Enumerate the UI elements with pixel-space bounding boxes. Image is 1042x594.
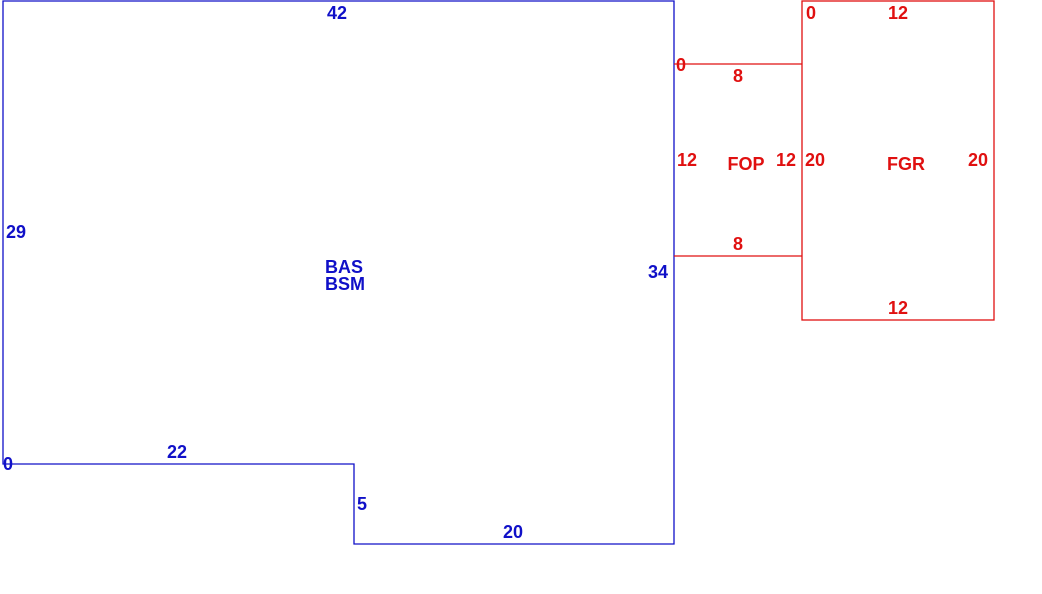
main-dim-right: 34 xyxy=(648,262,668,282)
porch-outline xyxy=(674,63,802,257)
garage-dim-top: 12 xyxy=(888,3,908,23)
porch-dim-right: 12 xyxy=(776,150,796,170)
garage-dim-left: 20 xyxy=(805,150,825,170)
main-dim-bottom-left: 22 xyxy=(167,442,187,462)
porch-code: FOP xyxy=(727,154,764,174)
porch-dim-left: 12 xyxy=(677,150,697,170)
garage-dim-right: 20 xyxy=(968,150,988,170)
porch-dim-bottom: 8 xyxy=(733,234,743,254)
main-area-code-bas: BAS xyxy=(325,257,363,277)
garage-code: FGR xyxy=(887,154,925,174)
main-dim-top: 42 xyxy=(327,3,347,23)
porch-origin-marker: 0 xyxy=(676,55,686,75)
main-dim-notch: 5 xyxy=(357,494,367,514)
main-area-outline xyxy=(2,0,675,545)
garage-dim-bottom: 12 xyxy=(888,298,908,318)
main-dim-bottom-right: 20 xyxy=(503,522,523,542)
porch-dim-top: 8 xyxy=(733,66,743,86)
main-origin-marker: 0 xyxy=(3,454,13,474)
garage-origin-marker: 0 xyxy=(806,3,816,23)
garage-outline xyxy=(801,0,995,321)
main-area-code-bsm: BSM xyxy=(325,274,365,294)
main-dim-left: 29 xyxy=(6,222,26,242)
